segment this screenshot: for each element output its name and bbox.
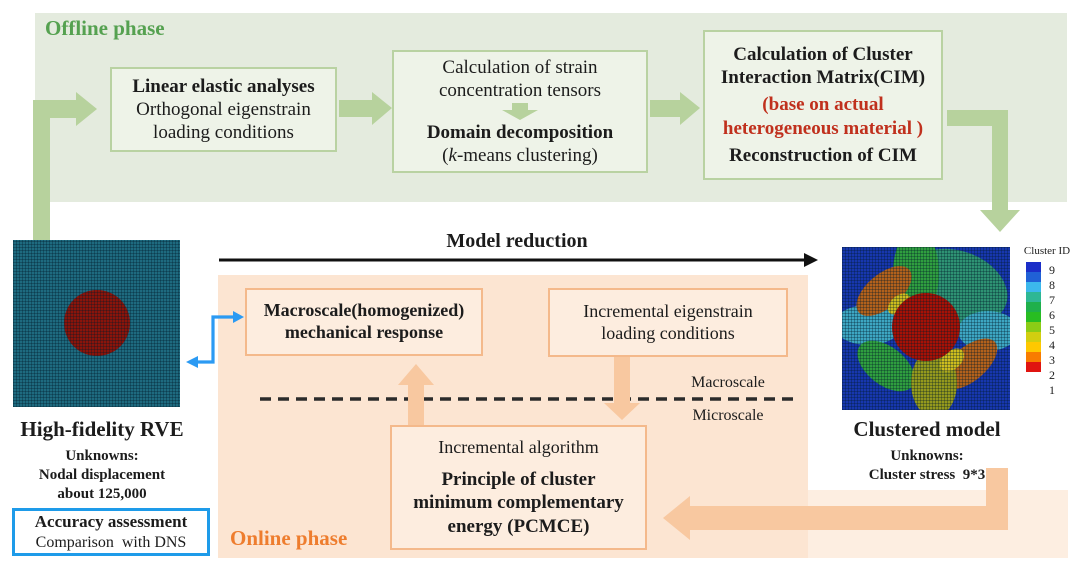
legend-label: 7: [1049, 293, 1055, 307]
linear-elastic-line3: loading conditions: [153, 122, 294, 144]
clustered-unknowns-line1: Cluster stress 9*3: [868, 466, 986, 483]
rve-image: [13, 240, 180, 407]
macroscale-response-box: Macroscale(homogenized) mechanical respo…: [245, 288, 483, 356]
clustered-model-plot: [834, 229, 1018, 417]
accuracy-title: Accuracy assessment: [34, 512, 188, 532]
pcmce-line1: Incremental algorithm: [438, 437, 599, 458]
legend-color-segment: [1026, 272, 1041, 282]
pcmce-bold1: Principle of cluster: [441, 469, 596, 491]
arrow-model-reduction-head: [804, 253, 818, 267]
rve-unknowns-line1: Nodal displacement: [38, 466, 166, 483]
macro-line1: Macroscale(homogenized): [263, 300, 465, 321]
clustered-model-image: [834, 229, 1018, 417]
online-phase-label: Online phase: [230, 526, 348, 550]
cim-red2: heterogeneous material ): [722, 117, 924, 139]
offline-phase-label: Offline phase: [45, 16, 165, 40]
legend-color-segment: [1026, 312, 1041, 322]
cim-line3: Reconstruction of CIM: [729, 144, 917, 166]
legend-label: 3: [1049, 353, 1055, 367]
model-reduction-label: Model reduction: [446, 230, 588, 252]
rve-unknowns-line2: about 125,000: [57, 485, 147, 502]
linear-elastic-line2: Orthogonal eigenstrain: [136, 98, 311, 120]
linear-elastic-box: Linear elastic analyses Orthogonal eigen…: [110, 67, 337, 152]
rve-inclusion-circle: [64, 290, 130, 356]
legend-color-segment: [1026, 332, 1041, 342]
microscale-label: Microscale: [692, 407, 764, 424]
legend-label: 4: [1049, 338, 1055, 352]
cim-red1: (base on actual: [762, 94, 884, 116]
linear-elastic-title: Linear elastic analyses: [132, 75, 315, 97]
legend-color-segment: [1026, 352, 1041, 362]
clustered-mesh-overlay: [842, 247, 1010, 410]
legend-label: 1: [1049, 383, 1055, 397]
clustered-title: Clustered model: [853, 417, 1001, 441]
cim-line2: Interaction Matrix(CIM): [720, 67, 926, 89]
legend-colorbar: [1026, 262, 1041, 372]
legend-color-segment: [1026, 362, 1041, 372]
legend-color-segment: [1026, 292, 1041, 302]
legend-color-segment: [1026, 262, 1041, 272]
down-arrow-icon: [502, 103, 538, 120]
domain-decomposition-title: Domain decomposition: [426, 122, 614, 143]
legend-label: 2: [1049, 368, 1055, 382]
strain-tensors-box: Calculation of strain concentration tens…: [392, 50, 648, 173]
legend-color-segment: [1026, 322, 1041, 332]
cim-line1: Calculation of Cluster: [733, 44, 913, 66]
clustered-captions: Clustered model Unknowns: Cluster stress…: [810, 417, 1044, 485]
pcmce-box: Incremental algorithm Principle of clust…: [390, 425, 647, 550]
legend-title: Cluster ID: [1023, 245, 1071, 257]
legend-label: 9: [1049, 263, 1055, 277]
legend-color-segment: [1026, 282, 1041, 292]
incremental-eigenstrain-box: Incremental eigenstrain loading conditio…: [548, 288, 788, 357]
legend-label: 6: [1049, 308, 1055, 322]
legend-label: 8: [1049, 278, 1055, 292]
eigen-line2: loading conditions: [601, 322, 735, 343]
legend-color-segment: [1026, 302, 1041, 312]
clustered-unknowns-label: Unknowns:: [890, 448, 964, 465]
cim-box: Calculation of Cluster Interaction Matri…: [703, 30, 943, 180]
rve-mesh-overlay: [13, 240, 180, 407]
legend-label: 5: [1049, 323, 1055, 337]
accuracy-line2: Comparison with DNS: [35, 533, 187, 551]
arrow-rve-macroscale-head-left: [186, 356, 198, 368]
strain-line1: Calculation of strain: [442, 56, 598, 78]
accuracy-assessment-box: Accuracy assessment Comparison with DNS: [12, 508, 210, 556]
rve-unknowns-label: Unknowns:: [65, 448, 139, 465]
strain-line2: concentration tensors: [439, 79, 601, 101]
legend-color-segment: [1026, 342, 1041, 352]
pcmce-bold3: energy (PCMCE): [447, 515, 590, 537]
feedback-arrow-band: [808, 490, 1068, 558]
kmeans-line: (k-means clustering): [442, 145, 598, 167]
pcmce-bold2: minimum complementary: [413, 492, 624, 514]
eigen-line1: Incremental eigenstrain: [583, 300, 753, 321]
rve-title: High-fidelity RVE: [20, 417, 184, 441]
macro-line2: mechanical response: [284, 322, 444, 342]
macroscale-label: Macroscale: [691, 374, 765, 391]
rve-captions: High-fidelity RVE Unknowns: Nodal displa…: [2, 417, 202, 503]
